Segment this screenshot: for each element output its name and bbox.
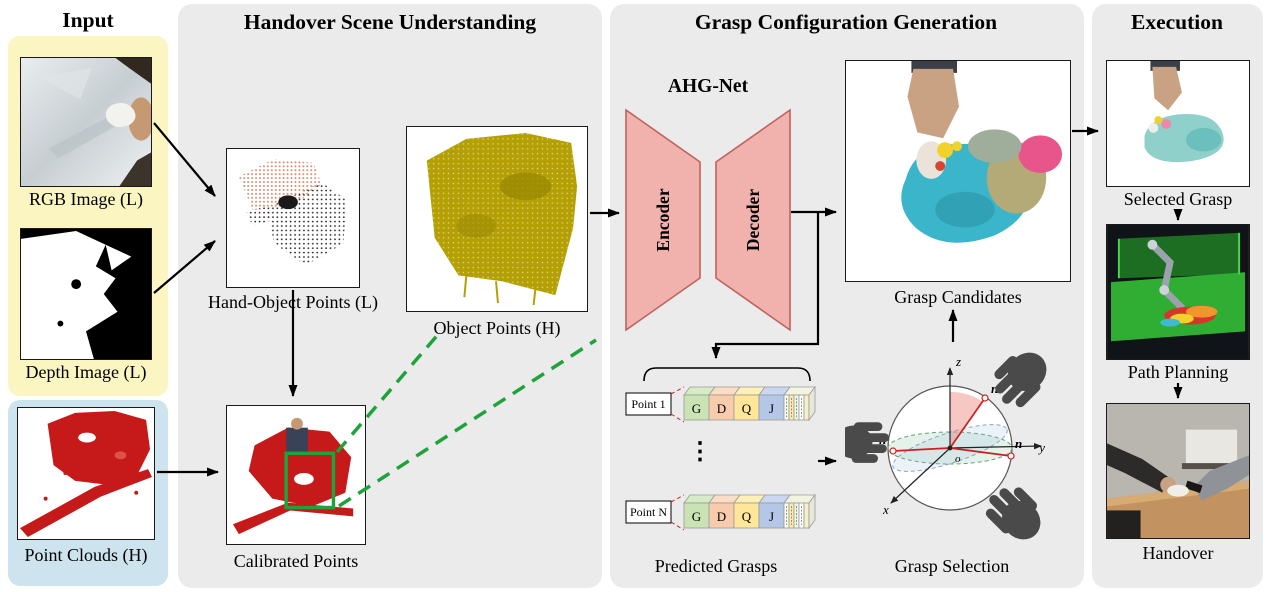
path-planning-art (1107, 225, 1249, 359)
grasp-selection-art: z y x n n n o (845, 348, 1057, 544)
point-row-label: Point 1 (631, 397, 665, 411)
grasp-selection-caption: Grasp Selection (894, 556, 1010, 576)
grasp-candidates-image (845, 60, 1071, 282)
pointclouds-caption: Point Clouds (H) (24, 545, 148, 565)
grasp-cell-label: J (769, 509, 774, 524)
object-points-art (407, 127, 587, 311)
ahg-net-blocks: Encoder Decoder (625, 108, 791, 332)
y-axis-label: y (1037, 440, 1045, 455)
normal-label: n (1015, 436, 1022, 451)
encoder-label: Encoder (653, 188, 673, 251)
ahg-net-label: AHG-Net (667, 76, 749, 97)
calibrated-points-image (226, 405, 366, 545)
path-planning-caption: Path Planning (1127, 362, 1229, 382)
y-axis (949, 442, 1042, 450)
scene-title: Handover Scene Understanding (243, 10, 537, 34)
hand-object-caption: Hand-Object Points (L) (208, 292, 378, 312)
selected-grasp-caption: Selected Grasp (1123, 189, 1233, 209)
predicted-grasps-caption: Predicted Grasps (654, 556, 778, 576)
handover-art (1107, 404, 1249, 538)
pointclouds-art (18, 408, 154, 539)
hand-object-points-art (227, 149, 359, 287)
path-planning-image (1106, 224, 1250, 360)
z-axis-label: z (955, 354, 961, 369)
grasp-cell-label: Q (742, 509, 752, 524)
grasp-candidates-art (846, 61, 1070, 281)
rgb-photo (21, 58, 151, 186)
input-title: Input (62, 8, 114, 32)
encoder-block (625, 108, 701, 332)
grasp-cell-label: G (692, 509, 701, 524)
handover-image (1106, 403, 1250, 539)
predicted-grasps-row-1: Point 1 G D Q J (625, 385, 816, 423)
grasp-title: Grasp Configuration Generation (694, 10, 998, 34)
predicted-grasps-row-n: Point N G D Q J (625, 493, 816, 531)
selected-grasp-art (1107, 61, 1249, 186)
depth-caption: Depth Image (L) (25, 362, 147, 382)
grasp-cell-label: Q (742, 401, 752, 416)
normal-vector (949, 397, 986, 449)
object-points-caption: Object Points (H) (433, 318, 561, 338)
execution-title: Execution (1131, 10, 1223, 34)
grasp-candidates-caption: Grasp Candidates (894, 287, 1022, 307)
normal-label: n (991, 381, 998, 396)
depth-image (20, 228, 152, 360)
zoom-region-box (284, 451, 336, 510)
grasp-cell-label: D (717, 509, 726, 524)
calibrated-points-art (227, 406, 365, 544)
rgb-image (20, 57, 152, 187)
point-row-label: Point N (630, 505, 667, 519)
normal-vector (892, 447, 951, 452)
hand-object-points-image (226, 148, 360, 288)
grasp-cell-label: J (769, 401, 774, 416)
x-axis (890, 447, 951, 504)
object-points-image (406, 126, 588, 312)
depth-map (21, 229, 151, 359)
decoder-label: Decoder (743, 189, 763, 251)
handover-caption: Handover (1142, 543, 1214, 563)
grasp-cell-label: D (717, 401, 726, 416)
grasp-cell-label: G (692, 401, 701, 416)
selected-grasp-image (1106, 60, 1250, 187)
rows-ellipsis: ⋮ (688, 439, 712, 465)
pointclouds-image (17, 407, 155, 540)
normal-vector (949, 447, 1012, 457)
calibrated-caption: Calibrated Points (233, 551, 359, 571)
x-axis-label: x (882, 502, 889, 517)
origin-label: o (955, 453, 961, 465)
rgb-caption: RGB Image (L) (29, 189, 143, 209)
